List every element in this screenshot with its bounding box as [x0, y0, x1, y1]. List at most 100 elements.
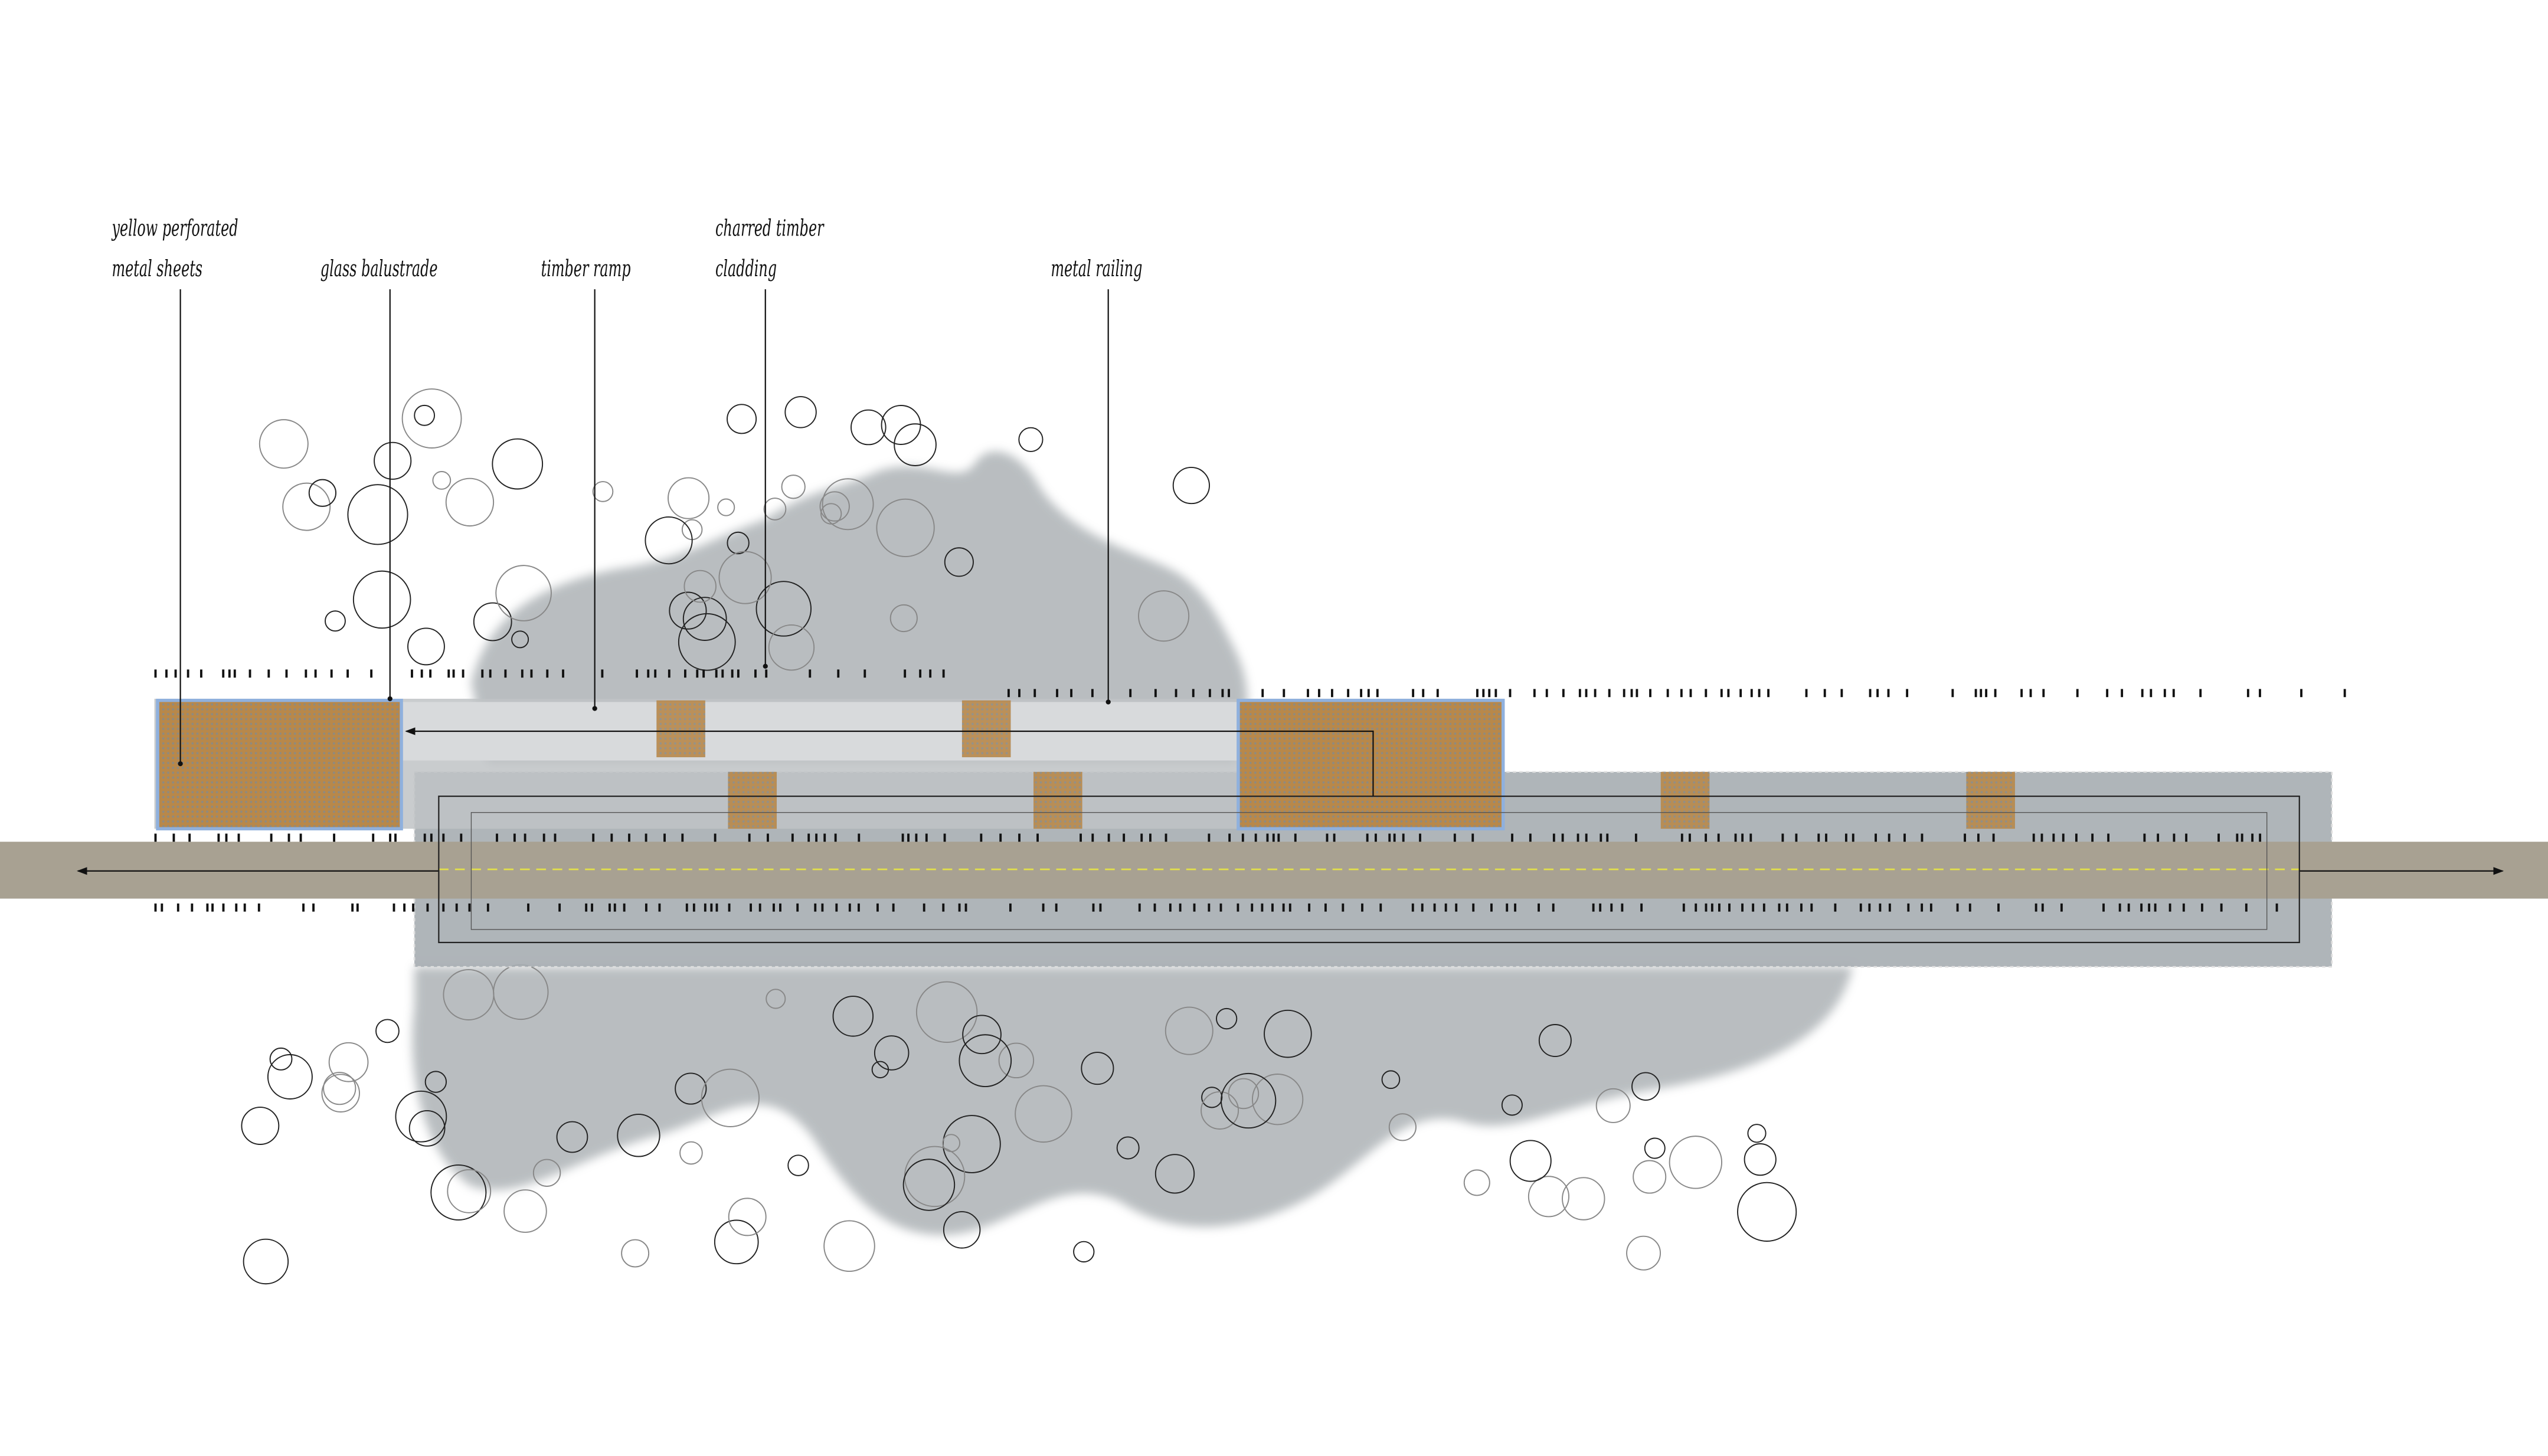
railing-post-tick — [191, 903, 194, 912]
railing-post-tick — [1107, 833, 1110, 842]
railing-post-tick — [1379, 903, 1382, 912]
railing-post-tick — [758, 903, 761, 912]
railing-post-tick — [721, 669, 724, 678]
leader-dots — [178, 663, 1111, 767]
railing-post-tick — [1888, 903, 1891, 912]
railing-post-tick — [1533, 689, 1536, 698]
railing-post-tick — [356, 903, 359, 912]
canopy-circle — [282, 482, 331, 531]
canopy-circle — [1388, 1113, 1417, 1141]
railing-post-tick — [372, 833, 375, 842]
canopy-circle — [823, 1220, 875, 1272]
railing-post-tick — [442, 833, 445, 842]
canopy-circle — [1463, 1169, 1490, 1196]
railing-post-tick — [1840, 689, 1843, 698]
railing-post-tick — [1985, 689, 1988, 698]
railing-post-tick — [403, 903, 406, 912]
railing-post-tick — [980, 833, 983, 842]
railing-post-tick — [1509, 689, 1512, 698]
canopy-circle — [447, 1169, 492, 1213]
railing-post-tick — [1511, 833, 1513, 842]
railing-post-tick — [524, 833, 526, 842]
railing-post-tick — [1228, 689, 1230, 698]
canopy-circle — [881, 405, 921, 445]
railing-post-tick — [696, 669, 699, 678]
railing-post-tick — [1476, 689, 1479, 698]
railing-post-tick — [2240, 833, 2243, 842]
railing-post-tick — [592, 833, 595, 842]
canopy-circle — [323, 1072, 356, 1105]
railing-post-tick — [2182, 903, 2185, 912]
railing-post-tick — [1376, 689, 1379, 698]
canopy-circle — [718, 551, 772, 604]
canopy-circle — [1221, 1072, 1277, 1129]
railing-post-tick — [2091, 833, 2094, 842]
railing-post-tick — [426, 903, 429, 912]
railing-post-tick — [1762, 903, 1765, 912]
railing-post-tick — [1964, 833, 1966, 842]
railing-post-tick — [460, 833, 463, 842]
railing-post-tick — [1844, 833, 1847, 842]
railing-post-tick — [1887, 689, 1890, 698]
railing-post-tick — [814, 903, 817, 912]
railing-post-tick — [1288, 903, 1291, 912]
railing-post-tick — [737, 669, 740, 678]
railing-post-tick — [233, 669, 236, 678]
railing-post-tick — [1411, 903, 1414, 912]
railing-post-tick — [2246, 689, 2249, 698]
railing-post-tick — [1283, 689, 1286, 698]
railing-post-tick — [455, 903, 458, 912]
canopy-circle — [876, 498, 935, 558]
railing-post-tick — [1805, 689, 1808, 698]
railing-post-tick — [1154, 689, 1157, 698]
railing-post-tick — [1907, 903, 1910, 912]
railing-post-tick — [1552, 903, 1555, 912]
railing-post-tick — [942, 669, 945, 678]
railing-post-tick — [1033, 689, 1036, 698]
railing-post-tick — [394, 833, 397, 842]
railing-post-tick — [863, 669, 866, 678]
railing-post-tick — [1921, 833, 1924, 842]
railing-post-tick — [791, 833, 794, 842]
railing-post-tick — [1506, 903, 1509, 912]
railing-post-tick — [647, 669, 650, 678]
canopy-circle — [492, 438, 544, 490]
railing-post-tick — [1634, 833, 1637, 842]
railing-post-tick — [1099, 903, 1102, 912]
railing-post-tick — [486, 903, 489, 912]
railing-post-tick — [943, 833, 946, 842]
canopy-circle — [679, 1141, 703, 1165]
railing-post-tick — [915, 833, 918, 842]
railing-post-tick — [1767, 689, 1770, 698]
railing-post-tick — [964, 903, 967, 912]
railing-post-tick — [1666, 689, 1669, 698]
railing-post-tick — [1869, 689, 1872, 698]
railing-post-tick — [1992, 833, 1995, 842]
canopy-circle — [1116, 1136, 1140, 1160]
railing-post-tick — [172, 833, 175, 842]
railing-post-tick — [1636, 689, 1638, 698]
railing-post-tick — [919, 669, 922, 678]
railing-post-tick — [815, 833, 818, 842]
railing-post-tick — [1055, 903, 1058, 912]
railing-post-tick — [1388, 833, 1391, 842]
canopy-circle — [308, 479, 336, 507]
railing-post-tick — [1237, 903, 1239, 912]
railing-post-tick — [1272, 833, 1275, 842]
railing-post-tick — [558, 903, 561, 912]
canopy-circle — [473, 602, 512, 642]
railing-post-tick — [1169, 903, 1172, 912]
tree-canopy-circles — [241, 388, 1797, 1285]
railing-post-tick — [1208, 689, 1211, 698]
railing-post-tick — [1741, 833, 1744, 842]
railing-post-tick — [754, 669, 757, 678]
railing-post-tick — [2343, 689, 2346, 698]
railing-post-tick — [1036, 833, 1039, 842]
label-charred-timber-line1: charred timber — [715, 214, 825, 241]
railing-post-tick — [925, 833, 928, 842]
railing-post-tick — [1750, 689, 1753, 698]
canopy-circle — [325, 610, 346, 632]
railing-post-tick — [823, 833, 826, 842]
railing-post-tick — [1649, 689, 1651, 698]
